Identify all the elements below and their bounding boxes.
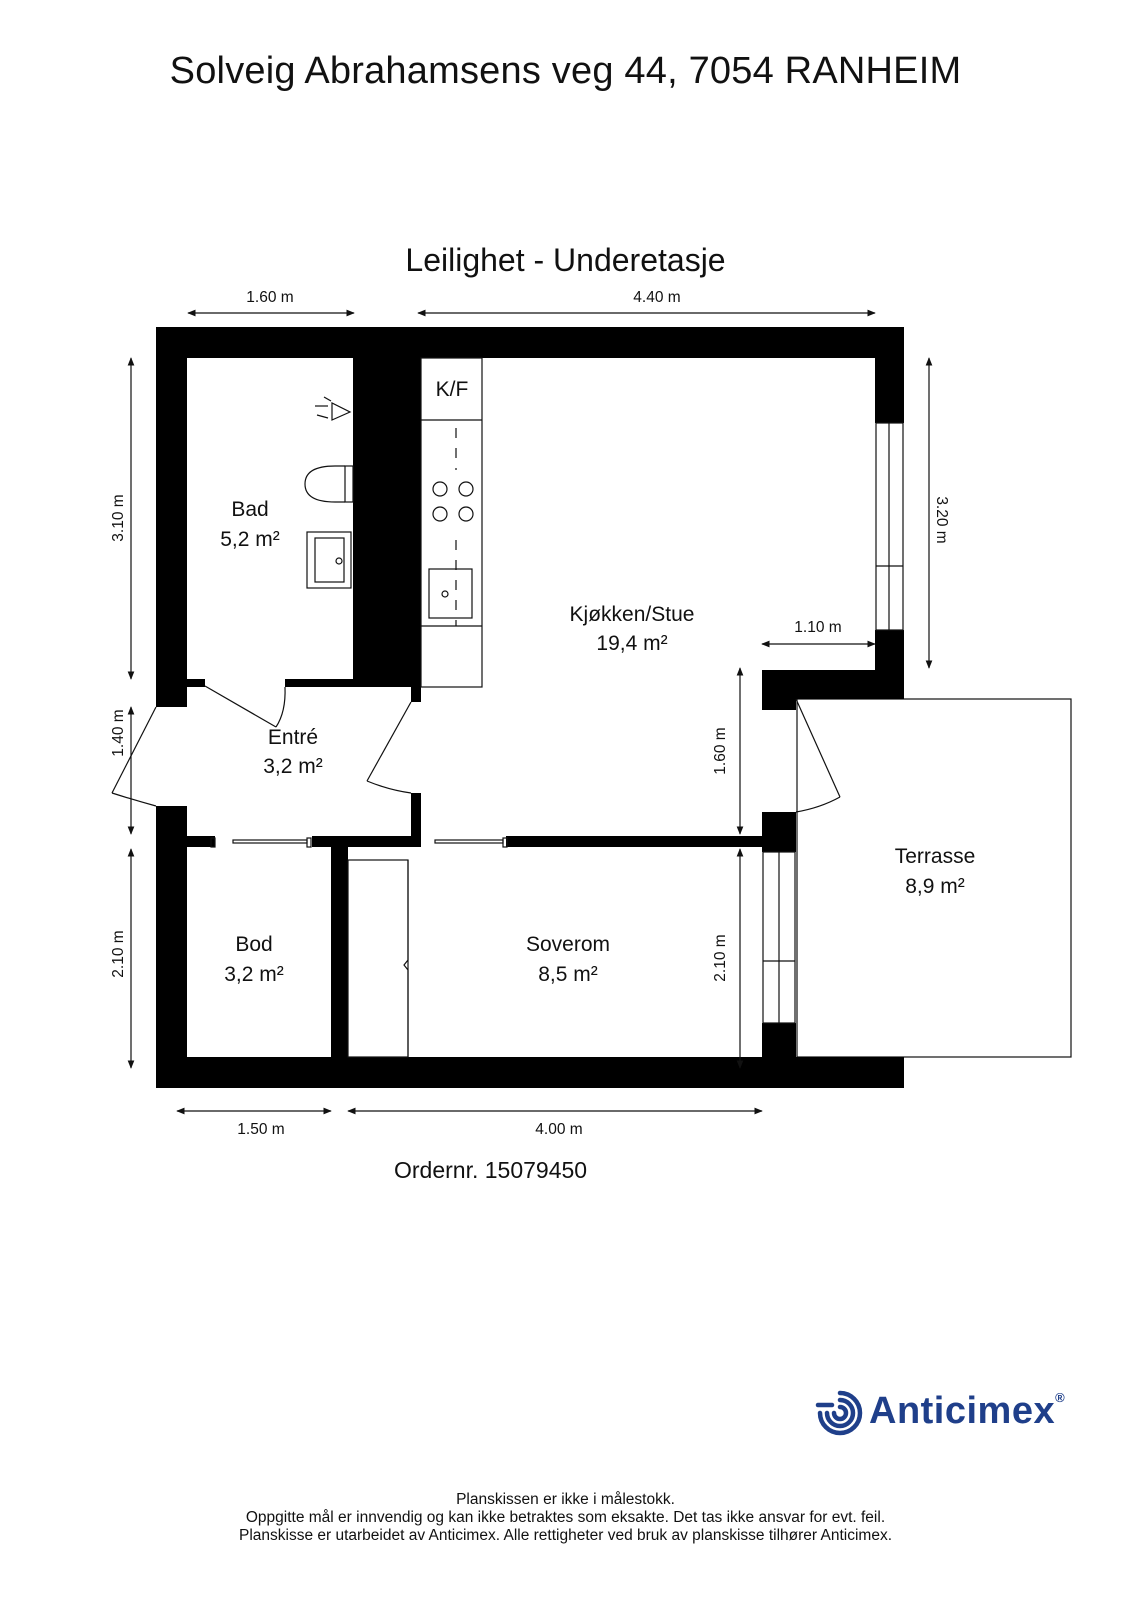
- room-soverom-area: 8,5 m²: [538, 963, 598, 986]
- footer-line-3: Planskisse er utarbeidet av Anticimex. A…: [238, 1527, 892, 1544]
- dim-inner-vertical-upper: 1.60 m: [712, 727, 729, 774]
- windows: [762, 422, 904, 1024]
- room-bad-name: Bad: [231, 498, 268, 521]
- footer-line-1: Planskissen er ikke i målestokk.: [456, 1491, 675, 1508]
- room-soverom-name: Soverom: [526, 933, 610, 956]
- order-number: Ordernr. 15079450: [394, 1157, 588, 1183]
- walls: [156, 327, 904, 1088]
- footer-line-2: Oppgitte mål er innvendig og kan ikke be…: [245, 1509, 886, 1526]
- dim-bottom-left: 1.50 m: [237, 1121, 284, 1138]
- room-bod-area: 3,2 m²: [224, 963, 284, 986]
- dim-right-upper: 3.20 m: [933, 496, 950, 543]
- dim-inner-horizontal: 1.10 m: [794, 619, 841, 636]
- anticimex-swirl-icon: [815, 1390, 863, 1436]
- logo-text: Anticimex®: [869, 1390, 1066, 1432]
- room-bod-name: Bod: [235, 933, 272, 956]
- kitchen-counter: [420, 357, 483, 688]
- dimension-lines: [127, 309, 933, 1115]
- room-terrasse-name: Terrasse: [895, 845, 976, 868]
- dim-left-middle: 1.40 m: [110, 709, 127, 756]
- room-kjokken-area: 19,4 m²: [596, 632, 667, 655]
- address-title: Solveig Abrahamsens veg 44, 7054 RANHEIM: [169, 50, 962, 92]
- room-entre-name: Entré: [268, 726, 318, 749]
- room-kjokken-name: Kjøkken/Stue: [570, 603, 695, 626]
- dim-left-upper: 3.10 m: [110, 494, 127, 541]
- bath-fixtures: [304, 396, 354, 589]
- dim-left-lower: 2.10 m: [110, 930, 127, 977]
- doors: [111, 685, 841, 1058]
- dim-bottom-right: 4.00 m: [535, 1121, 582, 1138]
- terrace-outline: [796, 698, 1072, 1058]
- room-terrasse-area: 8,9 m²: [905, 875, 965, 898]
- dim-top-right: 4.40 m: [633, 289, 680, 306]
- dim-top-left: 1.60 m: [246, 289, 293, 306]
- registered-mark: ®: [1055, 1390, 1066, 1405]
- anticimex-logo: Anticimex®: [815, 1388, 1075, 1440]
- kf-label: K/F: [436, 378, 469, 401]
- room-bad-area: 5,2 m²: [220, 528, 280, 551]
- floor-title: Leilighet - Underetasje: [405, 242, 726, 278]
- dim-inner-vertical-lower: 2.10 m: [712, 934, 729, 981]
- room-entre-area: 3,2 m²: [263, 755, 323, 778]
